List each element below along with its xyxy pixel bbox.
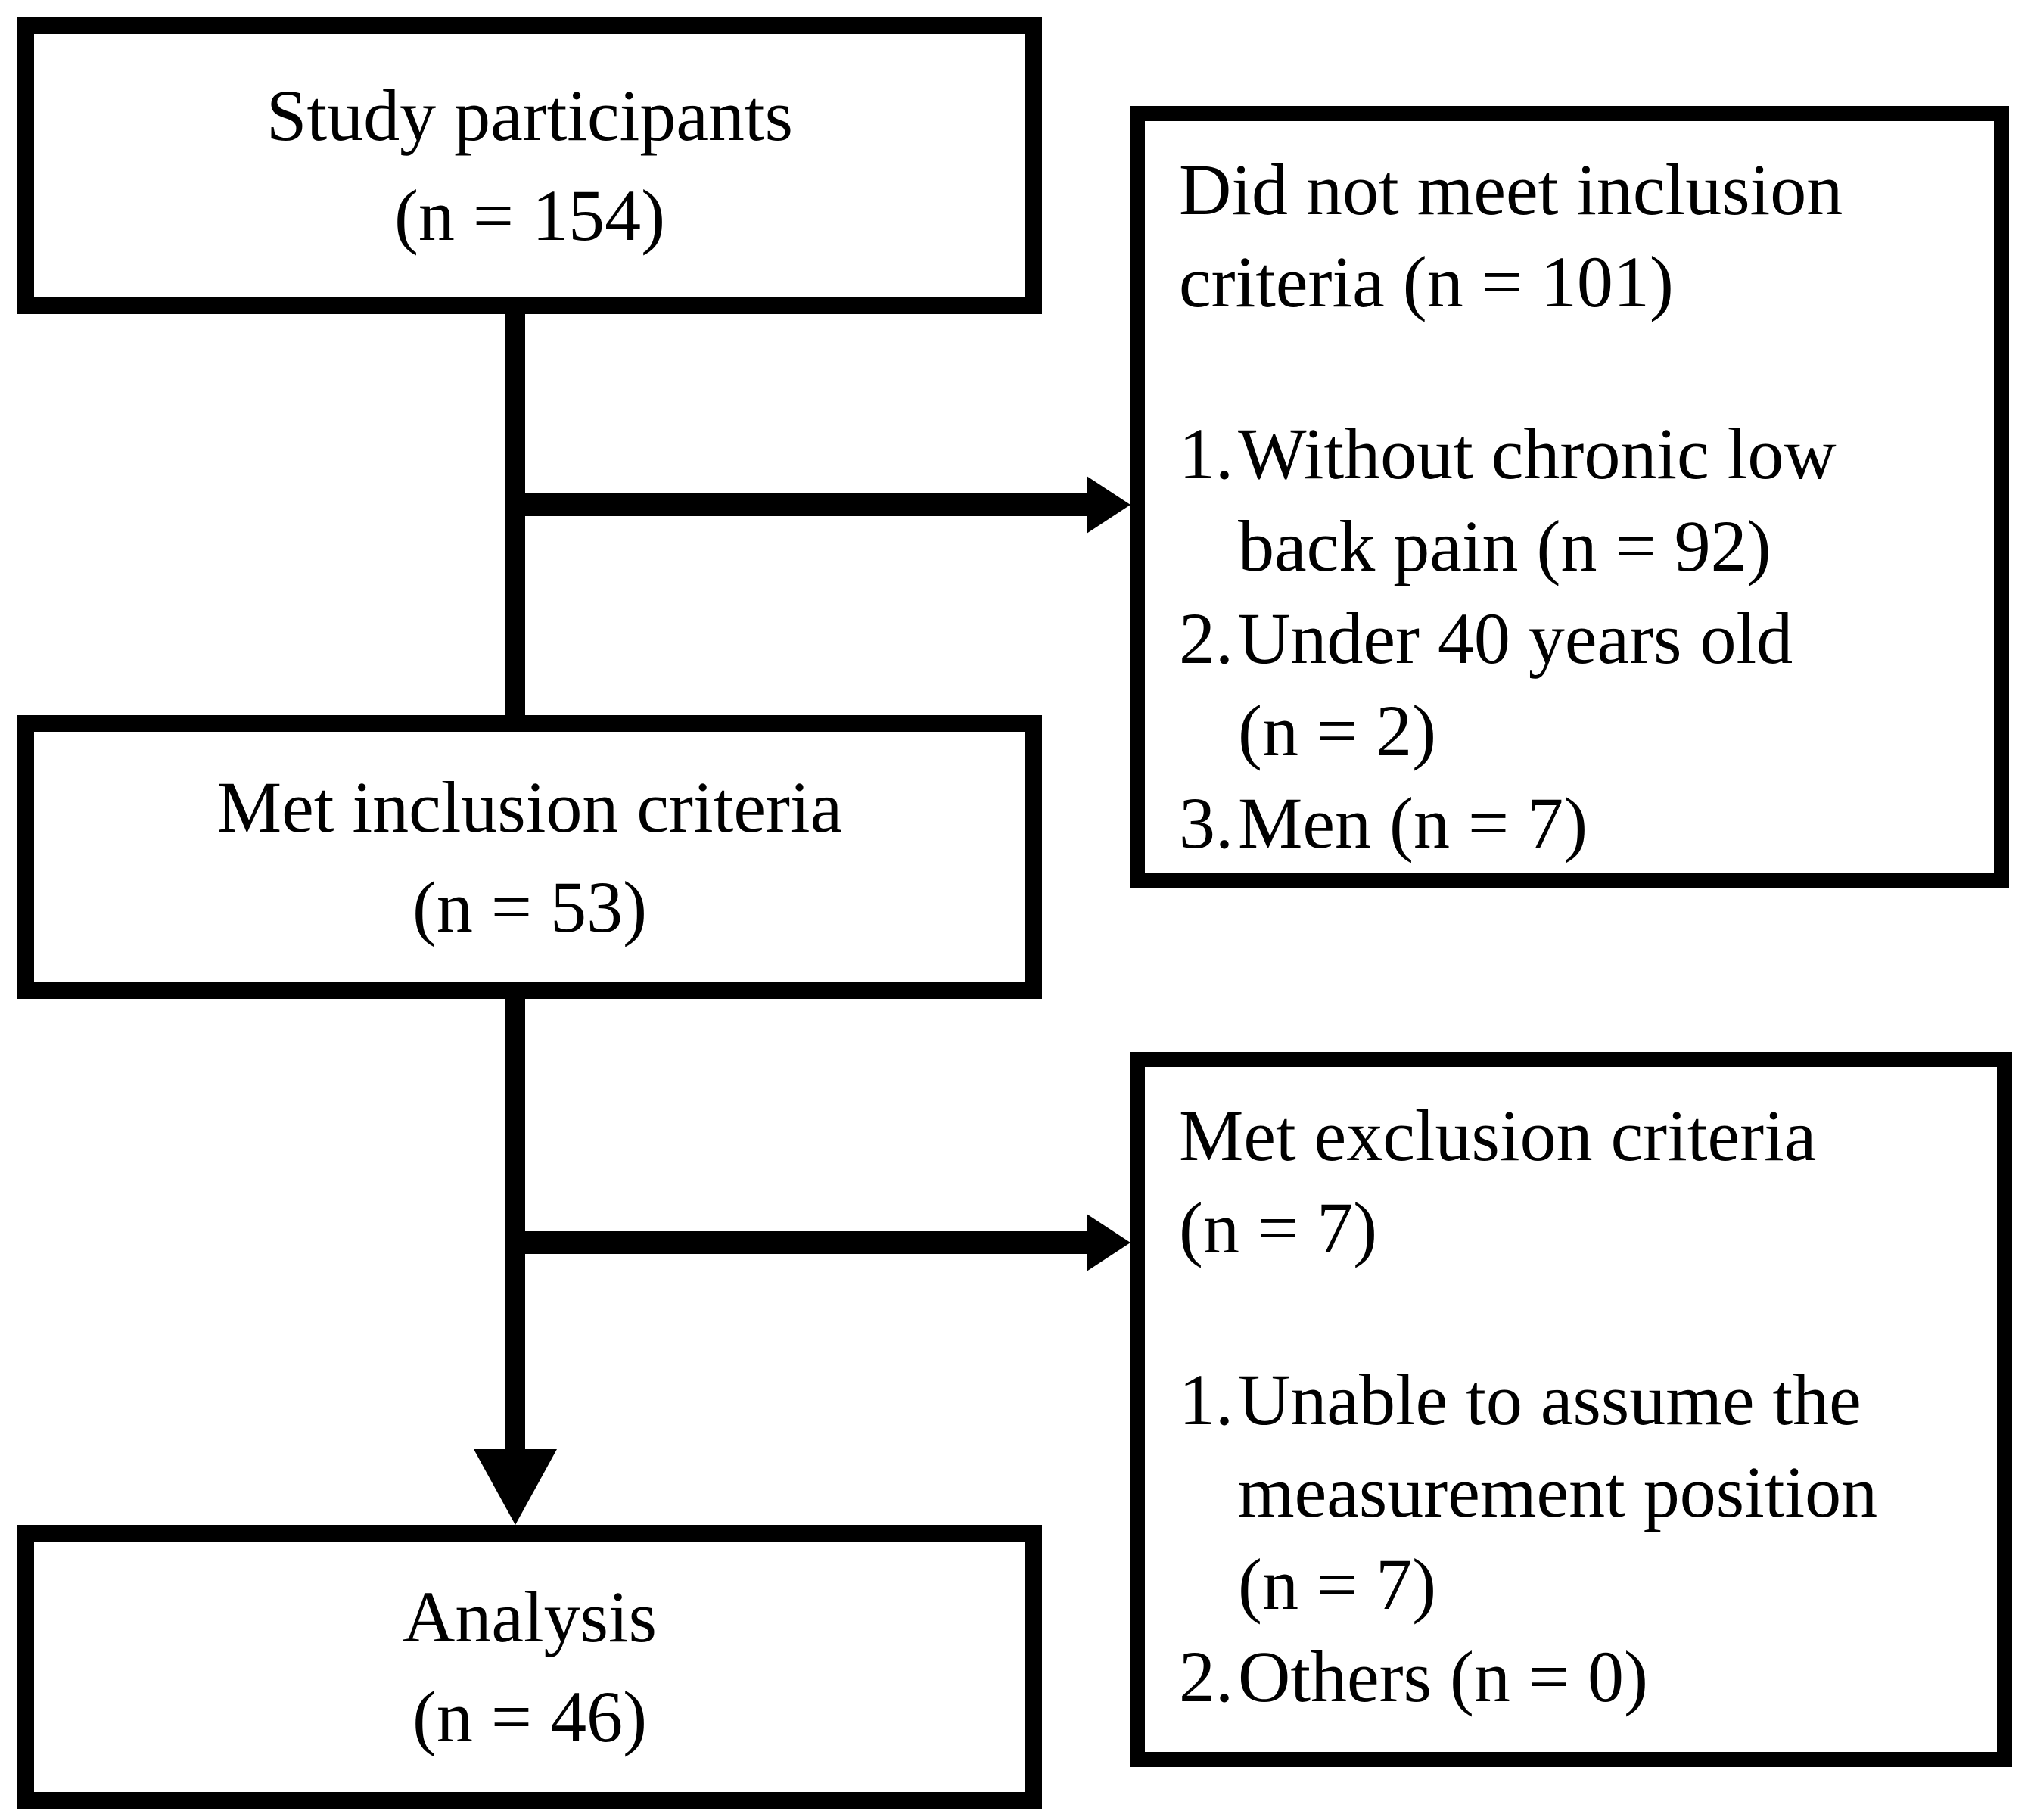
did-not-meet-list: 1. Without chronic low back pain (n = 92… bbox=[1179, 408, 1971, 870]
arrow-shaft-to-did-not-meet bbox=[525, 493, 1087, 516]
analysis-text: Analysis (n = 46) bbox=[403, 1576, 657, 1757]
list-item-number: 1. bbox=[1179, 413, 1233, 494]
list-item-text: Without chronic low back pain (n = 92) bbox=[1238, 413, 1837, 586]
arrowhead-down-icon bbox=[474, 1449, 557, 1525]
study-participants-text: Study participants (n = 154) bbox=[266, 75, 793, 256]
list-item-number: 1. bbox=[1179, 1359, 1233, 1440]
did-not-meet-title: Did not meet inclusion criteria (n = 101… bbox=[1179, 149, 1843, 322]
list-item: 3. Men (n = 7) bbox=[1179, 777, 1971, 870]
met-exclusion-title: Met exclusion criteria (n = 7) bbox=[1179, 1095, 1817, 1268]
box-met-inclusion-criteria: Met inclusion criteria (n = 53) bbox=[17, 715, 1042, 999]
box-study-participants: Study participants (n = 154) bbox=[17, 17, 1042, 314]
list-item-number: 3. bbox=[1179, 782, 1233, 863]
list-item-text: Men (n = 7) bbox=[1238, 782, 1588, 863]
list-item-number: 2. bbox=[1179, 598, 1233, 679]
list-item-text: Others (n = 0) bbox=[1238, 1636, 1649, 1717]
connector-line-study-to-inclusion bbox=[505, 314, 525, 715]
box-analysis: Analysis (n = 46) bbox=[17, 1525, 1042, 1809]
arrowhead-right-icon bbox=[1087, 1214, 1131, 1271]
list-item-text: Unable to assume the measurement positio… bbox=[1238, 1359, 1878, 1625]
arrowhead-right-icon bbox=[1087, 476, 1131, 534]
arrow-shaft-to-met-exclusion bbox=[525, 1231, 1087, 1254]
list-item: 1. Unable to assume the measurement posi… bbox=[1179, 1354, 1974, 1631]
list-item-number: 2. bbox=[1179, 1636, 1233, 1717]
list-item: 2. Others (n = 0) bbox=[1179, 1631, 1974, 1723]
list-item: 2. Under 40 years old (n = 2) bbox=[1179, 593, 1971, 777]
list-item: 1. Without chronic low back pain (n = 92… bbox=[1179, 408, 1971, 593]
box-met-exclusion-criteria: Met exclusion criteria (n = 7) 1. Unable… bbox=[1130, 1052, 2012, 1767]
box-did-not-meet-inclusion: Did not meet inclusion criteria (n = 101… bbox=[1130, 106, 2009, 888]
met-inclusion-text: Met inclusion criteria (n = 53) bbox=[216, 766, 843, 947]
met-exclusion-list: 1. Unable to assume the measurement posi… bbox=[1179, 1354, 1974, 1723]
connector-line-inclusion-to-analysis bbox=[505, 999, 525, 1449]
list-item-text: Under 40 years old (n = 2) bbox=[1238, 598, 1793, 771]
